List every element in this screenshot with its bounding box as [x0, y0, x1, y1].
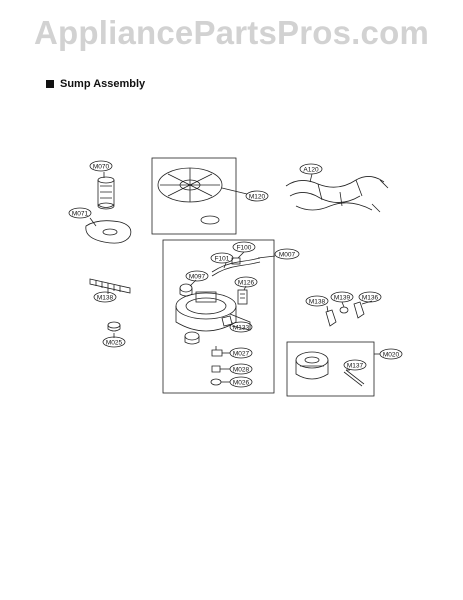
watermark: AppliancePartsPros.com	[33, 14, 430, 51]
label-m007: M007	[279, 252, 296, 259]
label-m136: M136	[362, 295, 379, 302]
label-f100: F100	[237, 245, 252, 252]
label-m138-left: M138	[97, 295, 114, 302]
label-a120: A120	[303, 167, 319, 174]
label-m026: M026	[233, 380, 250, 387]
label-m020: M020	[383, 352, 400, 359]
hose-connector-part	[211, 257, 261, 277]
label-m138-right: M138	[309, 299, 326, 306]
label-m025: M025	[106, 340, 123, 347]
m138-clip-part	[325, 309, 337, 327]
sump-body-part	[175, 291, 251, 345]
gasket-part	[85, 220, 132, 244]
small-cap-part	[107, 321, 121, 332]
m020-group-box	[286, 341, 375, 397]
label-m097: M097	[189, 274, 206, 281]
filled-square-icon	[46, 80, 54, 88]
m133-part	[221, 315, 233, 327]
gasket-hole	[102, 228, 118, 236]
filter-disc-part	[157, 167, 223, 225]
label-f101: F101	[215, 256, 230, 263]
m136-clip-part	[353, 301, 365, 319]
section-title: Sump Assembly	[46, 78, 145, 90]
wire-harness-part	[285, 176, 389, 213]
label-m133: M133	[233, 325, 250, 332]
label-m139: M139	[334, 295, 351, 302]
label-m027: M027	[233, 351, 250, 358]
pump-motor-part	[295, 351, 329, 380]
heater-rod-part	[89, 278, 131, 294]
label-bubbles	[68, 160, 403, 388]
label-m070: M070	[93, 164, 110, 171]
label-m126: M126	[238, 280, 255, 287]
m139-nut-part	[339, 306, 349, 314]
m137-screw-part	[343, 369, 365, 387]
label-m071: M071	[72, 211, 89, 218]
label-m120: M120	[249, 194, 266, 201]
m028-part	[211, 365, 221, 373]
m027-part	[211, 346, 223, 357]
m120-group-box	[151, 157, 237, 235]
m007-group-box	[162, 239, 275, 394]
filter-cylinder-part	[97, 176, 115, 210]
leader-lines	[89, 172, 380, 383]
label-m028: M028	[233, 367, 250, 374]
m026-ring-part	[210, 378, 222, 386]
section-title-text: Sump Assembly	[60, 78, 146, 90]
label-m137: M137	[347, 363, 364, 370]
m126-part	[237, 289, 248, 305]
